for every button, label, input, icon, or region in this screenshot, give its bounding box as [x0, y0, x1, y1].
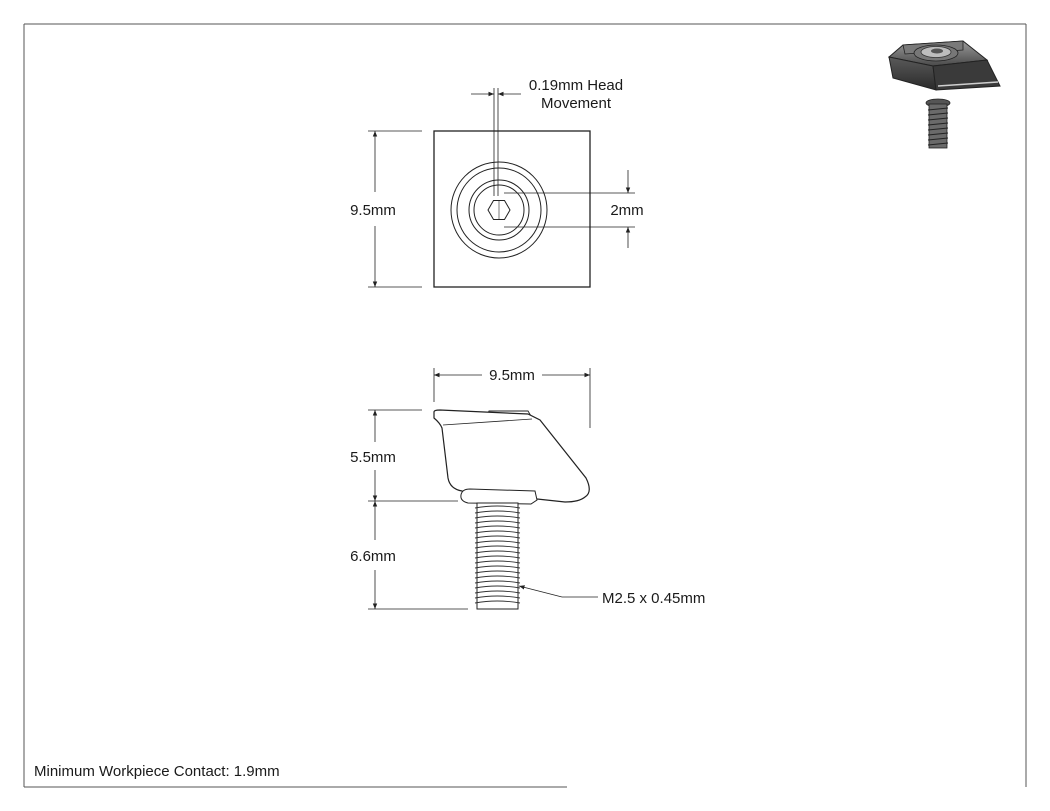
top-view-outline [433, 130, 591, 288]
dim-top-height [368, 130, 422, 288]
side-view [433, 409, 590, 610]
dim-hex [504, 170, 635, 248]
dim-side-heights [368, 409, 468, 610]
washer-inner-ring [456, 167, 542, 253]
dim-hex-label: 2mm [610, 202, 643, 219]
thread-crests [474, 505, 521, 604]
dim-side-width-label: 9.5mm [489, 367, 535, 384]
dim-head-movement-label-1: 0.19mm Head [529, 77, 623, 94]
screw-head-ring [468, 179, 530, 241]
top-view [433, 130, 591, 288]
dim-head-movement [471, 88, 521, 196]
dim-head-movement-label-2: Movement [541, 95, 612, 112]
screw-head-inner-ring [473, 184, 525, 236]
hex-socket [487, 200, 511, 220]
minimum-contact-note: Minimum Workpiece Contact: 1.9mm [34, 763, 280, 780]
washer-outer-ring [450, 161, 548, 259]
washer-side [460, 488, 538, 505]
thread-spec-leader [518, 585, 598, 598]
thread-spec-label: M2.5 x 0.45mm [602, 590, 705, 607]
dim-head-height-label: 5.5mm [350, 449, 396, 466]
dim-thread-length-label: 6.6mm [350, 548, 396, 565]
dim-top-height-label: 9.5mm [350, 202, 396, 219]
dim-side-width [433, 368, 591, 428]
sheet-border [23, 23, 1027, 788]
clamp-body [433, 409, 590, 503]
isometric-clamp-render [887, 40, 1001, 149]
